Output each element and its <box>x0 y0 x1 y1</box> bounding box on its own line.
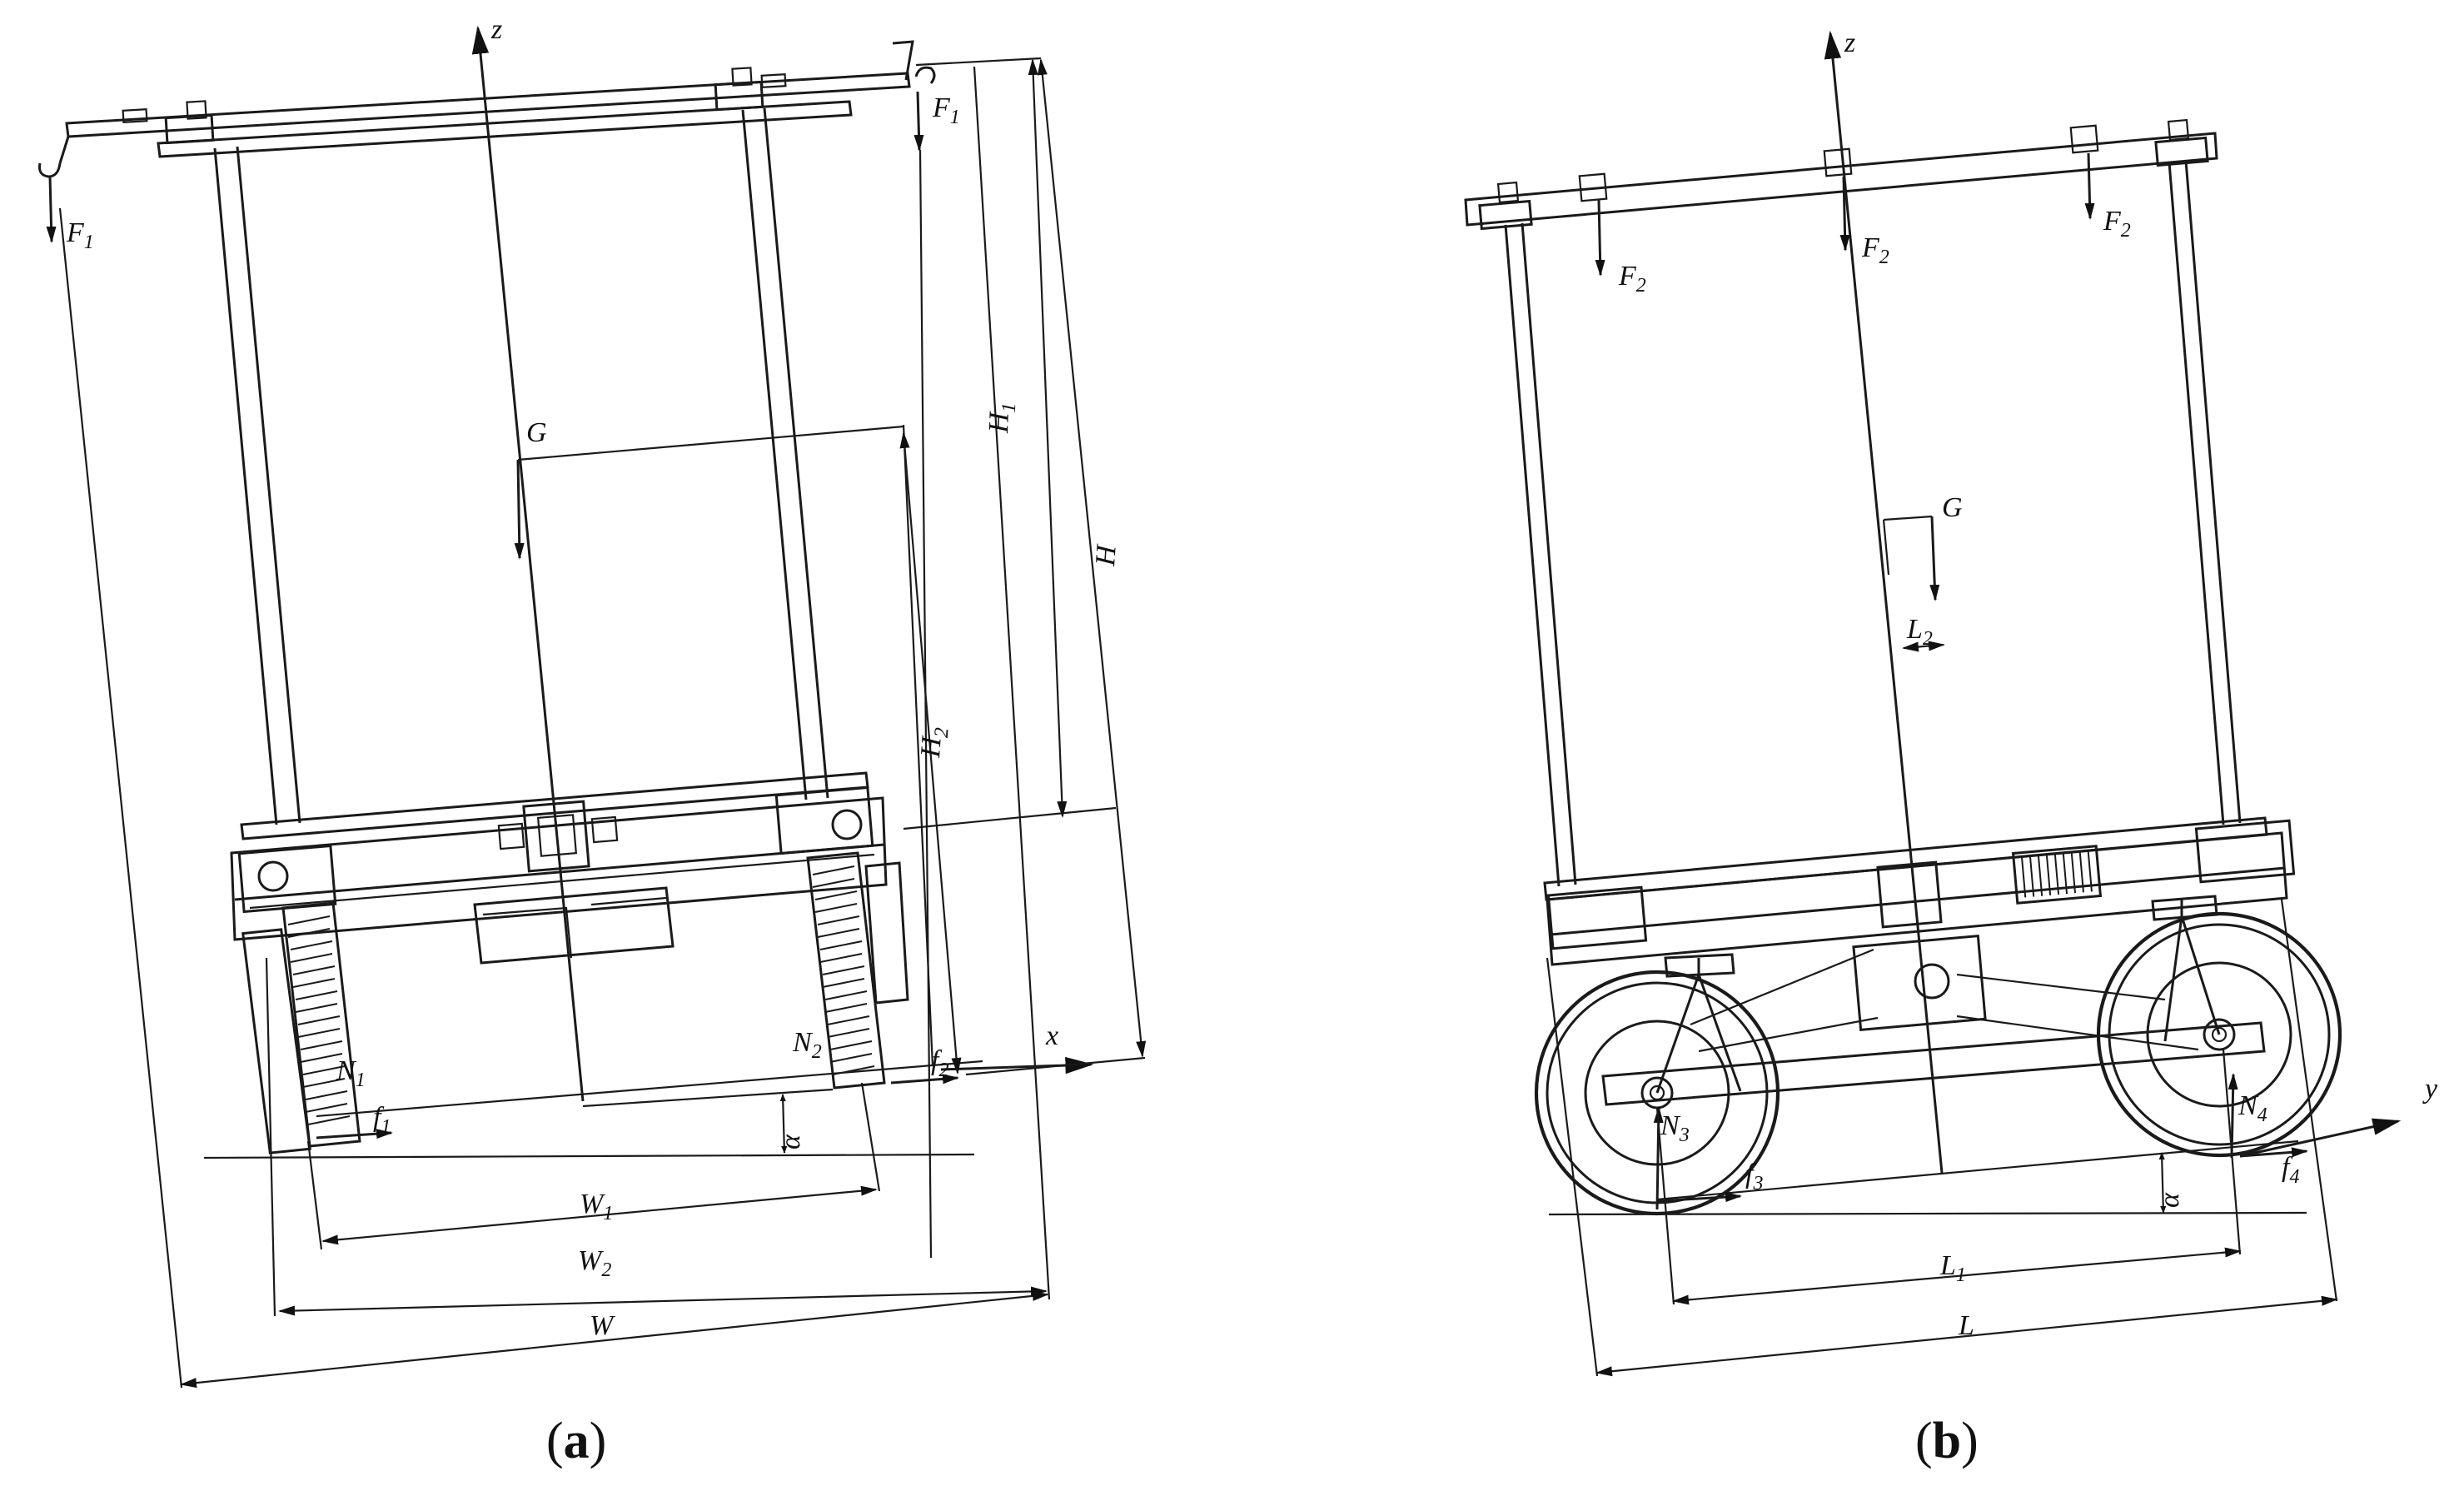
force-f2-right-arrow <box>2084 152 2095 220</box>
hook-icon-right <box>914 66 936 84</box>
y-axis-label-b: y <box>2422 1074 2438 1105</box>
panel-b: z y G L2 F2 F2 F2 N3 N4 f3 f4 α <box>1464 27 2438 1469</box>
hook-icon-left <box>38 162 62 178</box>
incline-line-a <box>316 1060 983 1118</box>
normal-n4-arrow <box>2228 1073 2238 1159</box>
x-axis-label-a: x <box>1045 1020 1058 1051</box>
dim-h2-line <box>899 431 962 1075</box>
g-level-line-b <box>1882 519 1890 576</box>
swing-arm-b <box>1601 1021 2266 1106</box>
clamp-icon <box>1823 147 1853 177</box>
friction-f1-arrow <box>316 1129 393 1139</box>
dim-w-line <box>180 1290 1049 1389</box>
friction-f2-label: f2 <box>931 1045 948 1081</box>
dim-h-label: H <box>1090 542 1122 568</box>
dim-h-line <box>1037 58 1147 1058</box>
wheel-left-b <box>1534 953 1780 1216</box>
friction-f3-arrow <box>1656 1192 1742 1203</box>
angle-alpha-marker-a <box>779 1094 788 1154</box>
gravity-arrow-a <box>514 459 525 560</box>
force-f1-left-label: F1 <box>66 217 94 253</box>
dimension-extensions-b <box>1546 899 2338 1377</box>
clamp-icon <box>2069 124 2099 154</box>
angle-alpha-marker-b <box>2158 1152 2167 1214</box>
force-f1-left-arrow <box>46 176 57 243</box>
dim-h1-line <box>1028 58 1068 818</box>
dim-w1-line <box>321 1185 878 1245</box>
top-crossbar-b <box>1464 118 2218 231</box>
ground-line-b <box>1548 1211 2307 1216</box>
dim-l-label: L <box>1958 1310 1974 1341</box>
dim-w2-label: W2 <box>578 1245 611 1281</box>
angle-alpha-label-a: α <box>775 1134 806 1149</box>
z-axis-b <box>1824 30 1944 1174</box>
chassis-frame <box>230 771 888 965</box>
wheel-right-b <box>2096 895 2342 1158</box>
force-f2-center-label: F2 <box>1861 232 1889 268</box>
friction-f2-arrow <box>890 1074 959 1085</box>
dim-h2-label: H2 <box>915 726 953 760</box>
angle-alpha-label-b: α <box>2154 1192 2185 1208</box>
z-axis-a <box>471 25 585 1102</box>
normal-n1-label: N1 <box>336 1055 366 1091</box>
dim-w2-line <box>278 1286 1048 1316</box>
clamp-icon <box>1578 172 1608 202</box>
normal-n2-label: N2 <box>792 1027 822 1063</box>
force-f2-left-arrow <box>1595 199 1605 277</box>
chassis-frame-b <box>1543 816 2296 1053</box>
panel-a: z x G F1 F1 N1 N2 f1 f2 α <box>38 14 1147 1469</box>
g-level-line-a <box>517 425 904 461</box>
base-line-a <box>582 1088 834 1108</box>
force-f1-right-label: F1 <box>932 92 960 128</box>
dim-l-line <box>1595 1295 2338 1377</box>
caption-a: (a) <box>546 1413 606 1469</box>
gravity-label-a: G <box>526 417 547 448</box>
dim-l1-line <box>1672 1247 2242 1305</box>
dim-l1-label: L1 <box>1939 1250 1966 1286</box>
incline-line-b <box>1656 1139 2299 1201</box>
z-axis-label-b: z <box>1844 27 1855 58</box>
force-f2-center-arrow <box>1839 176 1850 252</box>
friction-f1-label: f1 <box>373 1102 391 1138</box>
friction-f4-arrow <box>2239 1147 2308 1158</box>
dim-l2-label: L2 <box>1906 614 1933 650</box>
ground-line-a <box>203 1153 975 1159</box>
vertical-posts-b <box>1504 160 2242 887</box>
gravity-label-b: G <box>1942 492 1963 523</box>
friction-f4-label: f4 <box>2282 1152 2299 1188</box>
y-axis-b <box>2239 1118 2402 1158</box>
vertical-posts <box>213 107 829 825</box>
gravity-arrow-b <box>1929 516 1940 601</box>
force-f2-left-label: F2 <box>1618 261 1646 297</box>
wheel-left-a <box>241 901 361 1154</box>
normal-n4-label: N4 <box>2238 1090 2267 1126</box>
caption-b: (b) <box>1915 1413 1979 1469</box>
normal-n3-label: N3 <box>1660 1110 1690 1146</box>
dim-w-label: W <box>590 1310 615 1341</box>
dim-w1-label: W1 <box>580 1189 613 1224</box>
force-f2-right-label: F2 <box>2103 206 2131 242</box>
force-f1-right-arrow <box>913 91 924 152</box>
top-crossbar <box>38 40 936 178</box>
g-ref-line-b <box>1883 515 1933 521</box>
dim-l2-line <box>1902 641 1945 652</box>
z-axis-label-a: z <box>490 14 502 45</box>
dim-h1-label: H1 <box>983 401 1020 434</box>
